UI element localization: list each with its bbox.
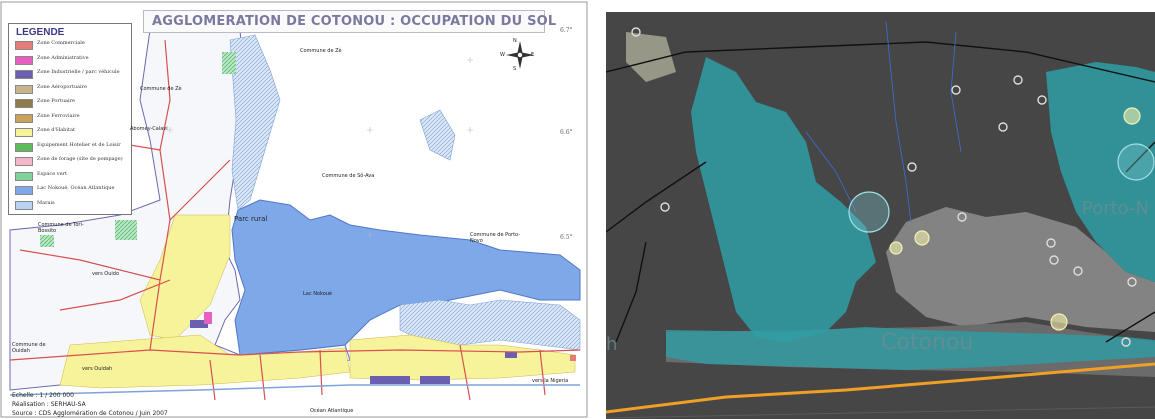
label-ocean: Océan Atlantique bbox=[310, 408, 354, 414]
legend-swatch bbox=[15, 113, 33, 123]
admin-zone bbox=[204, 312, 212, 324]
legend-label: Lac Nokoué, Océan Atlantique bbox=[37, 185, 115, 191]
green-space-2 bbox=[115, 220, 137, 240]
compass-s: S bbox=[513, 66, 517, 72]
compass-n: N bbox=[513, 38, 517, 44]
label-commune-ze-top: Commune de Zè bbox=[300, 48, 342, 54]
legend-swatch bbox=[15, 171, 33, 181]
legend-swatch bbox=[15, 157, 33, 166]
legend-item: Zone de forage (site de pompage) bbox=[15, 156, 133, 166]
legend-label: Zone Aéroportuaire bbox=[37, 83, 87, 90]
rivers bbox=[805, 21, 962, 223]
legend-item: Zone Aéroportuaire bbox=[15, 84, 133, 94]
coord-6-7: 6.7° bbox=[560, 27, 573, 34]
marsh-so-ava bbox=[229, 34, 281, 211]
road-network bbox=[9, 39, 581, 401]
legend-item: Marais bbox=[15, 200, 133, 210]
legend-label: Equipement Hotelier et de Loisir bbox=[37, 141, 121, 148]
legend-item: Zone Commerciale bbox=[15, 40, 133, 50]
industrial-zone-2 bbox=[420, 376, 450, 384]
legend-label: Zone Administrative bbox=[37, 54, 89, 61]
legend-label: Zone de forage (site de pompage) bbox=[37, 156, 123, 162]
legend-swatch bbox=[15, 128, 33, 137]
label-commune-ouidah: Commune de Ouidah bbox=[12, 342, 46, 354]
compass-w: W bbox=[500, 52, 505, 58]
edge-label: h bbox=[606, 334, 618, 355]
footer-scale: Echelle : 1 / 200 000 bbox=[12, 392, 74, 399]
coord-6-6: 6.6° bbox=[560, 129, 573, 136]
legend-swatch bbox=[15, 41, 33, 50]
green-space-1 bbox=[222, 52, 236, 74]
label-vers-ouidah: vers Ouidah bbox=[82, 366, 113, 372]
label-vers-ouido: vers Ouido bbox=[92, 271, 120, 277]
footer-source: Source : CDS Agglomération de Cotonou / … bbox=[12, 410, 168, 417]
lake-nokoue bbox=[231, 199, 581, 356]
label-parc-rural: Parc rural bbox=[234, 215, 268, 223]
legend-swatch bbox=[15, 142, 33, 152]
industrial-zone bbox=[370, 376, 410, 384]
coastal-road bbox=[606, 362, 1155, 414]
coord-6-5: 6.5° bbox=[560, 234, 573, 241]
legend-item: Zone Industrielle / parc véhicule bbox=[15, 69, 133, 79]
city-label-cotonou: Cotonou bbox=[881, 330, 974, 355]
label-commune-so-ava: Commune de Sô-Ava bbox=[322, 173, 375, 179]
legend-swatch bbox=[15, 55, 33, 65]
industrial-zone-3 bbox=[190, 320, 208, 328]
legend-item: Zone d'Habitat bbox=[15, 127, 133, 137]
flood-zone-coast bbox=[666, 327, 1155, 370]
legend-swatch bbox=[15, 99, 33, 108]
graticule bbox=[167, 57, 473, 238]
flood-extent-map-canvas bbox=[606, 12, 1155, 419]
legend-label: Marais bbox=[37, 199, 55, 206]
label-vers-nigeria: vers la Nigeria bbox=[532, 378, 569, 384]
admin-boundaries bbox=[606, 41, 1155, 343]
legend-item: Espace vert bbox=[15, 171, 133, 181]
legend-swatch bbox=[15, 200, 33, 210]
legend-swatch bbox=[15, 186, 33, 195]
land-use-map-canvas bbox=[0, 1, 588, 418]
legend-item: Lac Nokoué, Océan Atlantique bbox=[15, 185, 133, 195]
coastline bbox=[9, 384, 580, 396]
legend-item: Equipement Hotelier et de Loisir bbox=[15, 142, 133, 152]
label-commune-ze-left: Commune de Zè bbox=[140, 86, 182, 92]
compass-e: E bbox=[531, 52, 535, 58]
settlement-markers bbox=[631, 27, 1155, 347]
legend-label: Espace vert bbox=[37, 170, 67, 177]
marsh-north-east bbox=[419, 109, 456, 161]
label-lac-nokoue: Lac Nokoué bbox=[303, 291, 333, 297]
flood-zone-north bbox=[626, 32, 676, 82]
urban-area bbox=[886, 207, 1155, 332]
flood-zone-main bbox=[691, 57, 876, 342]
legend-item: Zone Ferroviaire bbox=[15, 113, 133, 123]
legend-label: Zone Commerciale bbox=[37, 40, 85, 46]
legend-label: Zone Ferroviaire bbox=[37, 112, 80, 119]
label-commune-porto-novo: Commune de Porto-Novo bbox=[470, 232, 521, 244]
map-title-box: AGGLOMERATION DE COTONOU : OCCUPATION DU… bbox=[143, 10, 556, 33]
footer-realisation: Réalisation : SERHAU-SA bbox=[12, 401, 86, 408]
map-title: AGGLOMERATION DE COTONOU : OCCUPATION DU… bbox=[152, 14, 557, 29]
label-abomey-calavi: Abomey-Calavi bbox=[130, 126, 168, 132]
industrial-zone-4 bbox=[505, 352, 517, 358]
legend-item: Zone Portuaire bbox=[15, 98, 133, 108]
legend-swatch bbox=[15, 84, 33, 94]
label-commune-tori: Commune de Tori-Bossito bbox=[38, 222, 84, 234]
legend-label: Zone Portuaire bbox=[37, 98, 75, 104]
legend-label: Zone d'Habitat bbox=[37, 127, 75, 133]
green-space-3 bbox=[40, 235, 54, 247]
city-label-porto-novo: Porto-N bbox=[1082, 198, 1149, 219]
compass-rose-icon bbox=[506, 41, 534, 69]
legend-item: Zone Administrative bbox=[15, 55, 133, 65]
land-use-map: AGGLOMERATION DE COTONOU : OCCUPATION DU… bbox=[0, 0, 588, 419]
legend-swatch bbox=[15, 70, 33, 79]
commercial-zone bbox=[570, 355, 576, 361]
legend-label: Zone Industrielle / parc véhicule bbox=[37, 69, 120, 75]
flood-extent-map: Cotonou Porto-N h bbox=[606, 12, 1155, 419]
shoreline bbox=[606, 406, 1155, 419]
legend-title: LEGENDE bbox=[16, 27, 65, 38]
